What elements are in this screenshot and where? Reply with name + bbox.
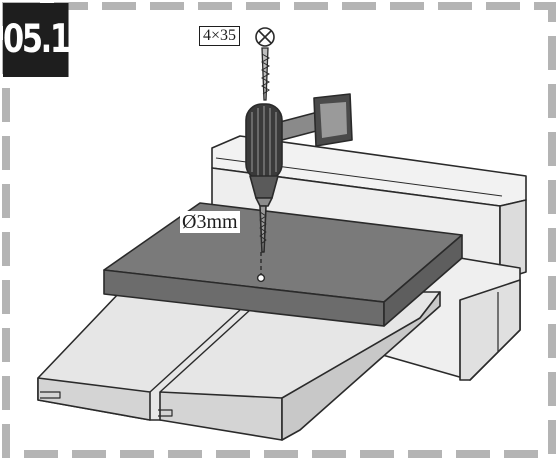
screw-icon [260, 47, 271, 101]
pilot-hole [256, 273, 266, 283]
drill-bit-size-label: Ø3mm [180, 211, 240, 233]
cross-screw-head-icon [255, 27, 275, 47]
screw-size-label: 4×35 [199, 26, 241, 46]
floor-planks [37, 291, 441, 441]
step-number-badge: 05.1 [3, 3, 71, 77]
drill-icon [245, 93, 353, 253]
